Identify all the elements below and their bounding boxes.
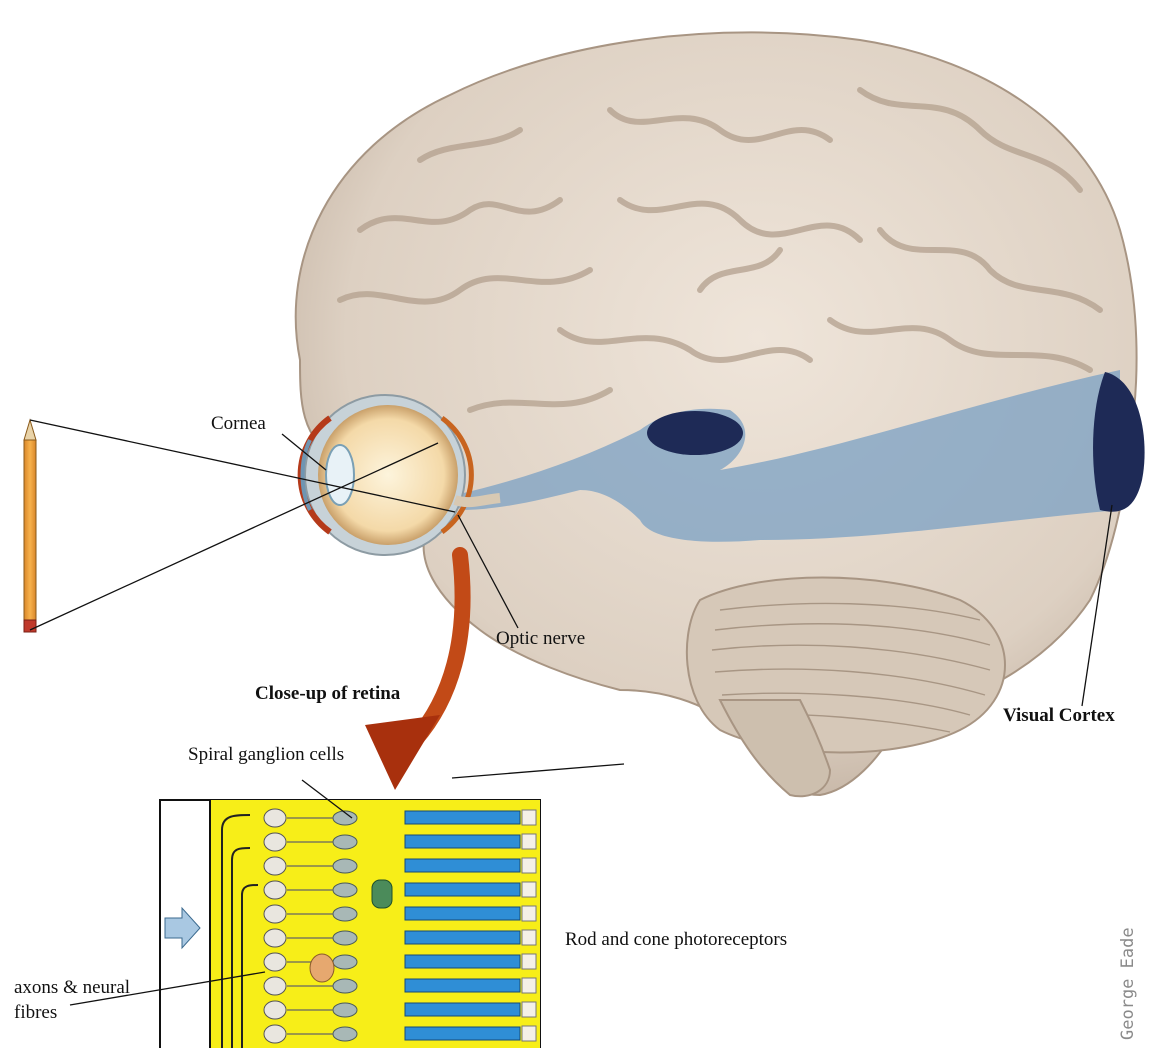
rod-cell bbox=[405, 811, 520, 824]
rod-cell bbox=[405, 883, 520, 896]
photoreceptor-tip bbox=[522, 978, 536, 993]
retina-closeup bbox=[160, 800, 540, 1048]
ganglion-cell bbox=[264, 1025, 286, 1043]
horizontal-cell bbox=[310, 954, 334, 982]
ganglion-cell bbox=[264, 857, 286, 875]
rod-cell bbox=[405, 907, 520, 920]
rod-cell bbox=[405, 931, 520, 944]
photoreceptor-tip bbox=[522, 882, 536, 897]
visual-cortex-region bbox=[1093, 372, 1145, 512]
lens bbox=[326, 445, 354, 505]
bipolar-cell bbox=[333, 859, 357, 873]
ganglion-cell bbox=[264, 1001, 286, 1019]
bipolar-cell bbox=[333, 1003, 357, 1017]
photoreceptor-tip bbox=[522, 954, 536, 969]
rod-cell bbox=[405, 835, 520, 848]
photoreceptor-tip bbox=[522, 1002, 536, 1017]
ganglion-cell bbox=[264, 833, 286, 851]
rod-cell bbox=[405, 979, 520, 992]
label-optic-nerve: Optic nerve bbox=[496, 628, 585, 650]
label-photoreceptors: Rod and cone photoreceptors bbox=[565, 929, 787, 951]
ganglion-cell bbox=[264, 881, 286, 899]
ganglion-cell bbox=[264, 905, 286, 923]
label-axons-line2: fibres bbox=[14, 1002, 57, 1024]
label-visual-cortex: Visual Cortex bbox=[1003, 705, 1115, 727]
bipolar-cell bbox=[333, 907, 357, 921]
photoreceptor-tip bbox=[522, 1026, 536, 1041]
ganglion-cell bbox=[264, 953, 286, 971]
bipolar-cell bbox=[333, 1027, 357, 1041]
photoreceptor-tip bbox=[522, 858, 536, 873]
label-ganglion: Spiral ganglion cells bbox=[188, 744, 344, 766]
ganglion-cell bbox=[264, 977, 286, 995]
rod-cell bbox=[405, 1003, 520, 1016]
rod-cell bbox=[405, 1027, 520, 1040]
bipolar-cell bbox=[333, 835, 357, 849]
bipolar-cell bbox=[333, 883, 357, 897]
ganglion-cell bbox=[264, 809, 286, 827]
amacrine-cell bbox=[372, 880, 392, 908]
bipolar-cell bbox=[333, 979, 357, 993]
rod-cell bbox=[405, 859, 520, 872]
photoreceptor-tip bbox=[522, 930, 536, 945]
lateral-geniculate-nucleus bbox=[647, 411, 743, 455]
photoreceptor-tip bbox=[522, 810, 536, 825]
photoreceptor-tip bbox=[522, 906, 536, 921]
bipolar-cell bbox=[333, 955, 357, 969]
pencil-object bbox=[24, 420, 36, 632]
bipolar-cell bbox=[333, 931, 357, 945]
rod-cell bbox=[405, 955, 520, 968]
ganglion-cell bbox=[264, 929, 286, 947]
label-axons-line1: axons & neural bbox=[14, 977, 130, 999]
photoreceptor-tip bbox=[522, 834, 536, 849]
artist-credit: George Eade bbox=[1118, 927, 1138, 1040]
label-cornea: Cornea bbox=[211, 413, 266, 435]
label-close-up: Close-up of retina bbox=[255, 683, 400, 705]
